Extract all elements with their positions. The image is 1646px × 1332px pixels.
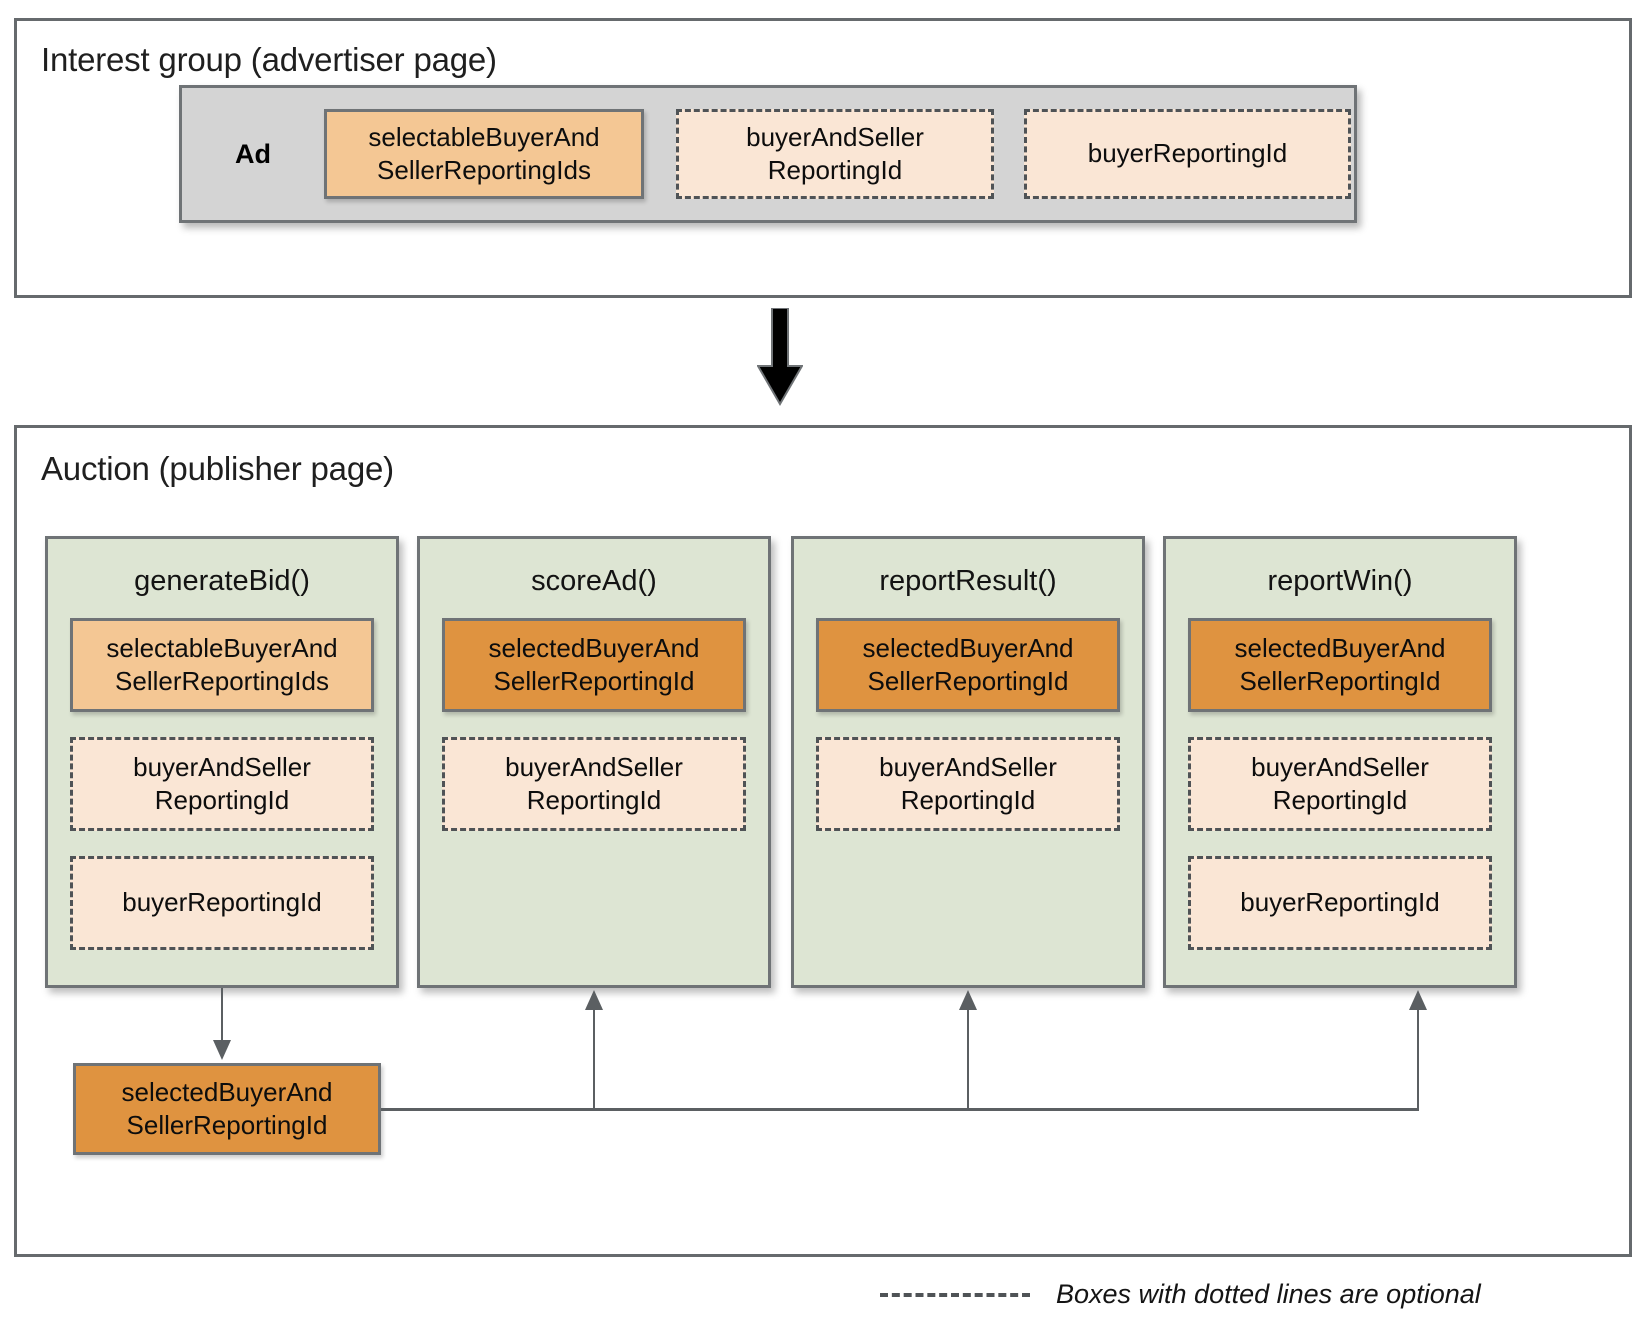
connector-result-bus	[381, 1108, 1419, 1111]
chip-selected-buyer-and-seller-reporting-id: selectedBuyerAnd SellerReportingId	[816, 618, 1120, 712]
connector-generate-bid-to-result	[221, 988, 223, 1043]
function-box-report-result: reportResult() selectedBuyerAnd SellerRe…	[791, 536, 1145, 988]
chip-buyer-and-seller-reporting-id: buyerAndSeller ReportingId	[1188, 737, 1492, 831]
arrowhead-up-to-report-win	[1409, 990, 1427, 1010]
chip-buyer-and-seller-reporting-id: buyerAndSeller ReportingId	[442, 737, 746, 831]
function-name-report-result: reportResult()	[879, 565, 1057, 597]
ad-label: Ad	[235, 138, 271, 169]
chip-buyer-reporting-id: buyerReportingId	[1024, 109, 1351, 199]
chip-buyer-reporting-id: buyerReportingId	[1188, 856, 1492, 950]
chip-buyer-and-seller-reporting-id: buyerAndSeller ReportingId	[676, 109, 994, 199]
connector-result-to-score-ad	[593, 1010, 595, 1110]
function-name-score-ad: scoreAd()	[531, 565, 657, 597]
function-box-report-win: reportWin() selectedBuyerAnd SellerRepor…	[1163, 536, 1517, 988]
function-box-score-ad: scoreAd() selectedBuyerAnd SellerReporti…	[417, 536, 771, 988]
function-box-generate-bid: generateBid() selectableBuyerAnd SellerR…	[45, 536, 399, 988]
auction-section: Auction (publisher page) generateBid() s…	[14, 425, 1632, 1257]
arrowhead-down-to-result	[213, 1040, 231, 1060]
chip-selected-buyer-and-seller-reporting-id: selectedBuyerAnd SellerReportingId	[1188, 618, 1492, 712]
chip-selectable-buyer-and-seller-reporting-ids: selectableBuyerAnd SellerReportingIds	[70, 618, 374, 712]
chip-buyer-and-seller-reporting-id: buyerAndSeller ReportingId	[70, 737, 374, 831]
connector-result-to-report-win	[1417, 1010, 1419, 1110]
chip-buyer-reporting-id: buyerReportingId	[70, 856, 374, 950]
function-name-report-win: reportWin()	[1267, 565, 1413, 597]
auction-title: Auction (publisher page)	[41, 450, 394, 487]
chip-buyer-and-seller-reporting-id: buyerAndSeller ReportingId	[816, 737, 1120, 831]
ad-container: Ad selectableBuyerAnd SellerReportingIds…	[179, 85, 1357, 223]
chip-selectable-buyer-and-seller-reporting-ids: selectableBuyerAnd SellerReportingIds	[324, 109, 644, 199]
chip-result-selected-buyer-and-seller-reporting-id: selectedBuyerAnd SellerReportingId	[73, 1063, 381, 1155]
connector-result-to-report-result	[967, 1010, 969, 1110]
interest-group-title: Interest group (advertiser page)	[41, 41, 497, 78]
chip-selected-buyer-and-seller-reporting-id: selectedBuyerAnd SellerReportingId	[442, 618, 746, 712]
down-arrow-icon	[757, 308, 803, 406]
function-name-generate-bid: generateBid()	[134, 565, 310, 597]
arrowhead-up-to-report-result	[959, 990, 977, 1010]
legend-label: Boxes with dotted lines are optional	[1056, 1279, 1481, 1309]
arrowhead-up-to-score-ad	[585, 990, 603, 1010]
legend: Boxes with dotted lines are optional	[880, 1279, 1481, 1310]
dashed-line-icon	[880, 1292, 1030, 1297]
